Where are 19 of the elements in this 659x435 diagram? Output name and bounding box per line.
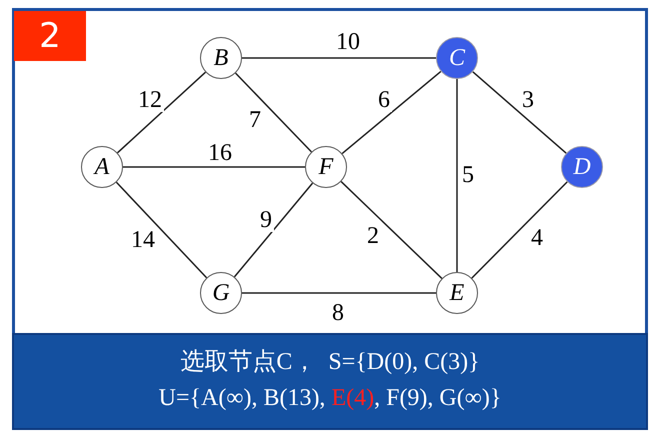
graph-edge: [242, 57, 436, 59]
graph-edge: [472, 71, 567, 154]
edge-weight: 9: [258, 208, 274, 232]
graph-edge: [116, 182, 208, 278]
highlighted-text: E(4): [331, 385, 374, 411]
graph-edge: [471, 181, 568, 279]
edge-weight: 6: [376, 88, 392, 112]
graph-edge: [123, 166, 305, 168]
status-text: U={A(∞), B(13),: [158, 385, 326, 411]
status-text: , F(9), G(∞)}: [374, 385, 502, 411]
graph-edge: [234, 182, 314, 278]
graph-edge: [340, 181, 442, 279]
step-number: 2: [14, 11, 86, 61]
graph-edge: [235, 72, 312, 152]
graph-edge: [116, 72, 206, 154]
status-text: 选取节点C， S={D(0), C(3)}: [180, 349, 480, 375]
graph-edge: [456, 79, 458, 272]
graph-edge: [342, 70, 442, 154]
graph-edge: [242, 292, 436, 294]
